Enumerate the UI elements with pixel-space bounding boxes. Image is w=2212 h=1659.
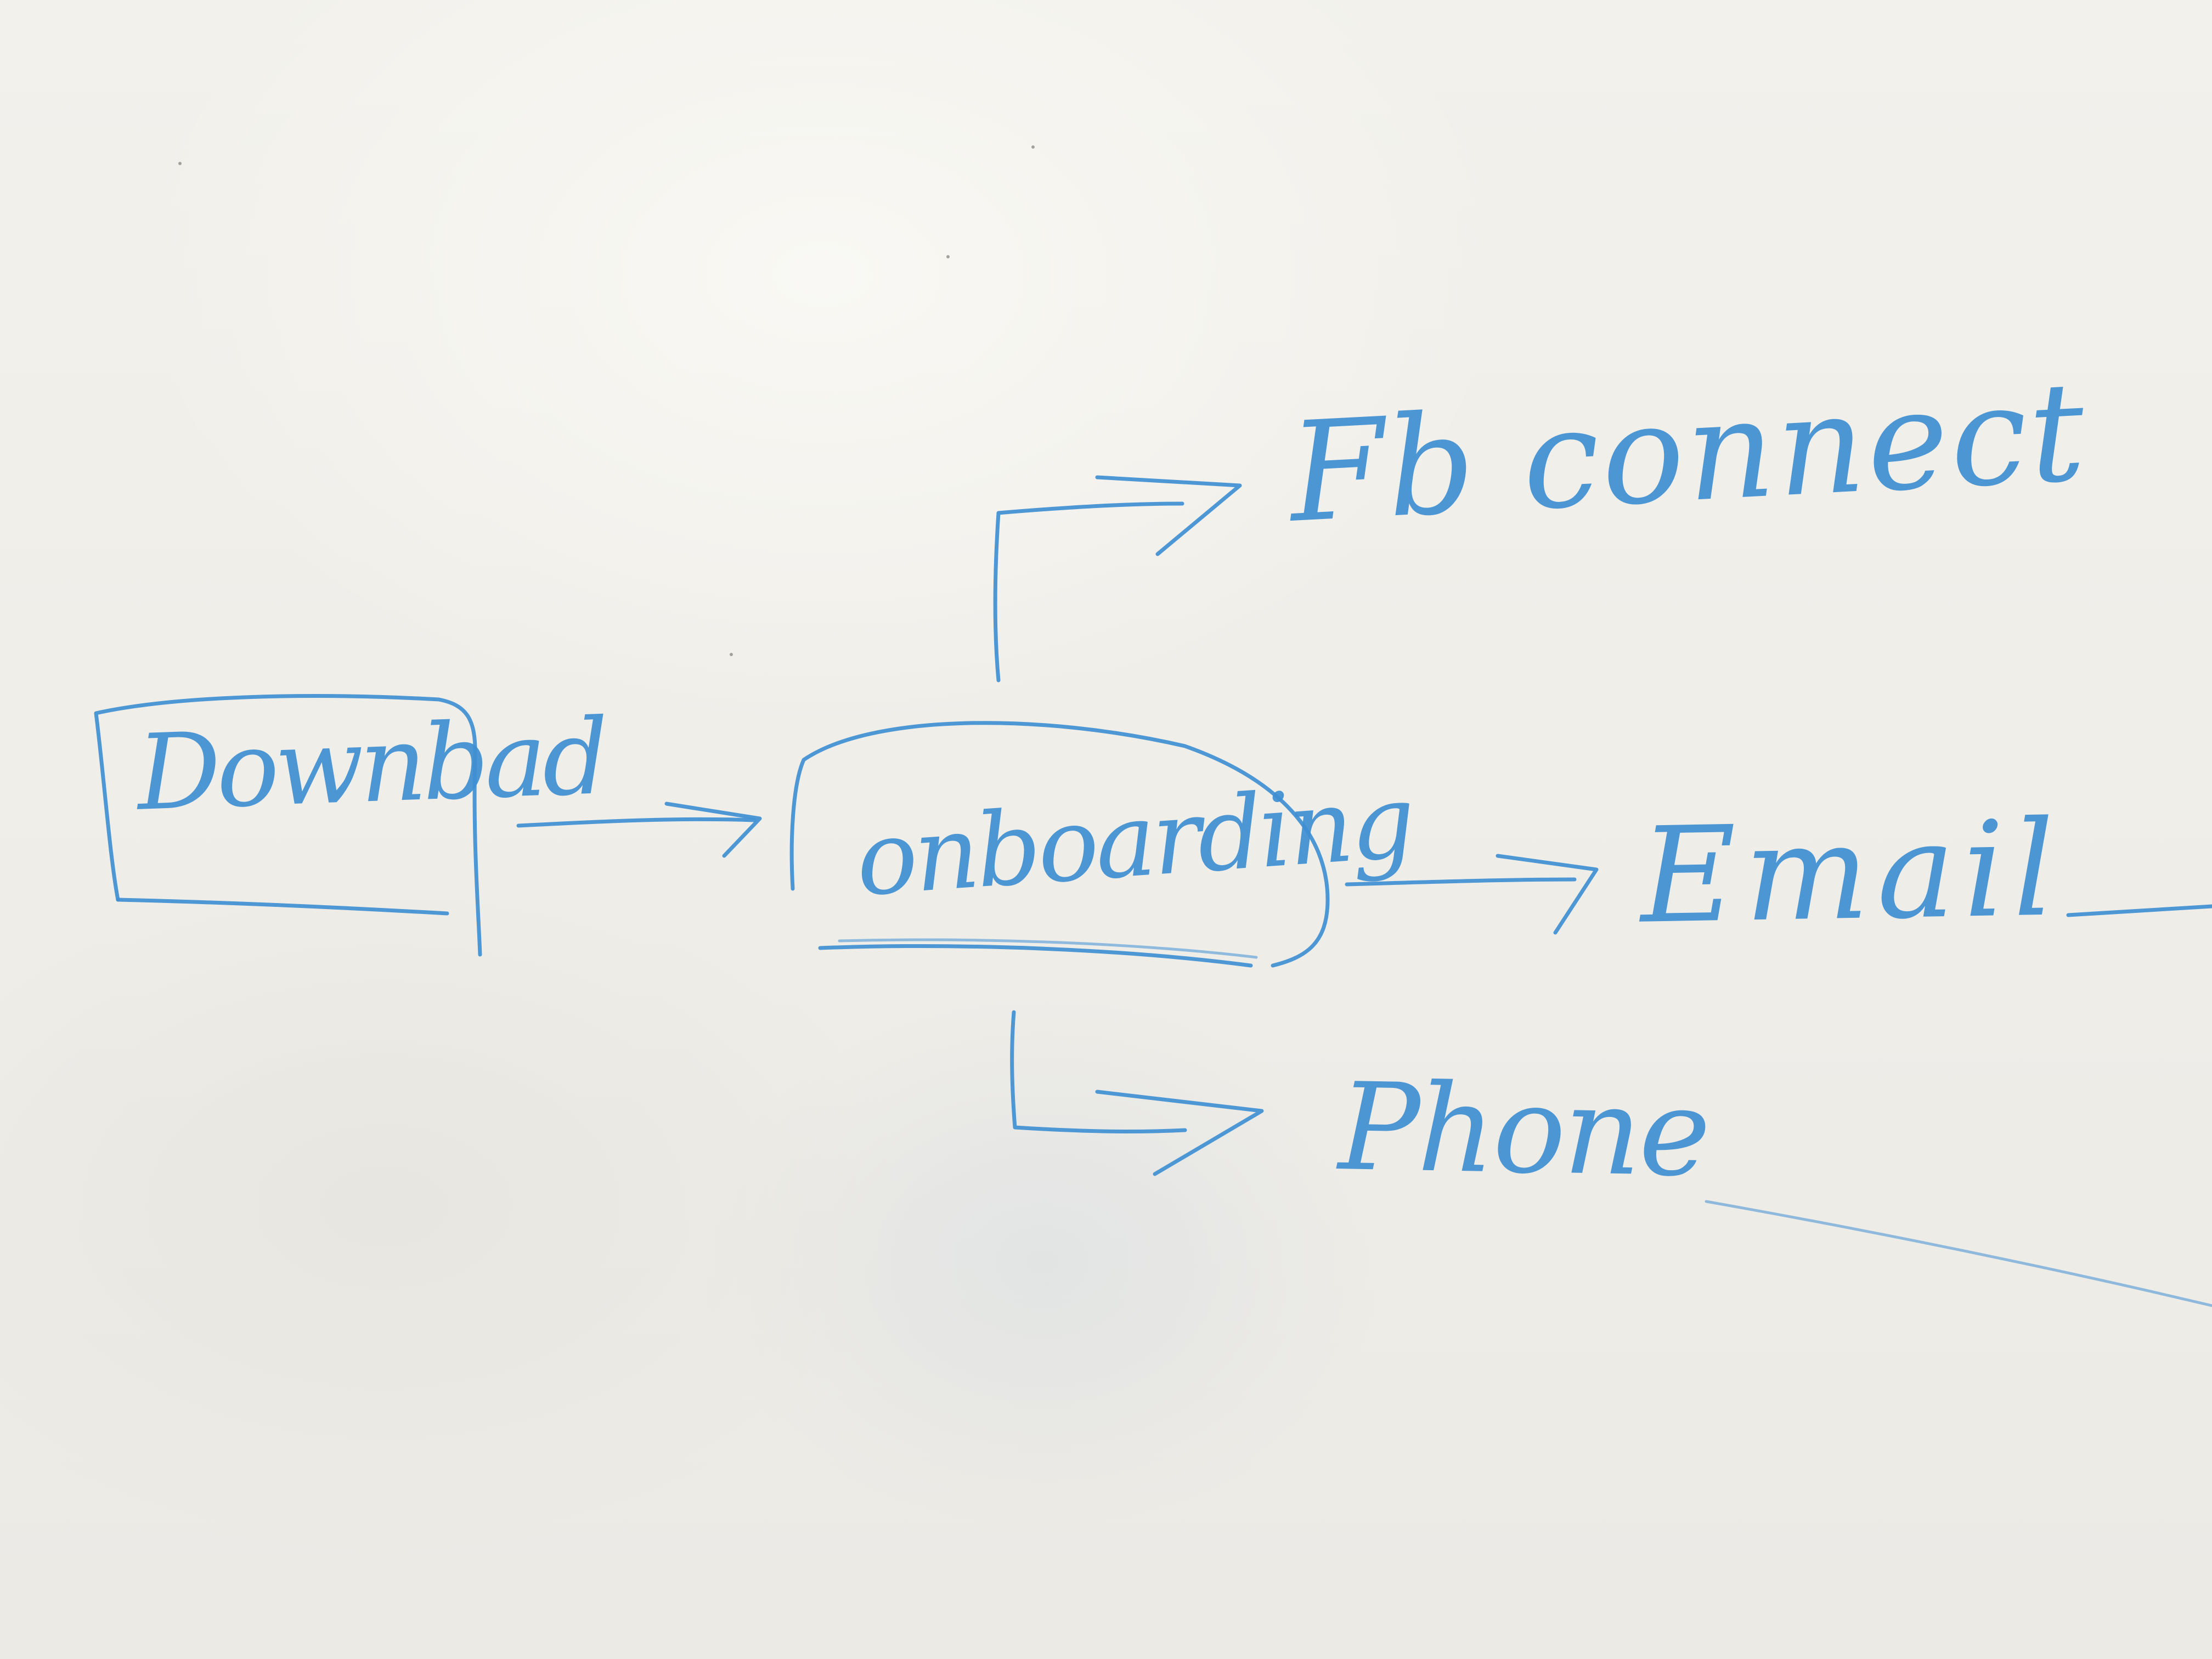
edge-phone-continuation bbox=[1705, 1200, 2212, 1307]
node-onboarding-box bbox=[789, 721, 1330, 968]
edge-email-continuation bbox=[2066, 904, 2212, 917]
board-speck bbox=[1031, 145, 1035, 149]
node-download-box bbox=[94, 694, 482, 957]
node-download-label: Downbad bbox=[135, 696, 607, 834]
board-speck bbox=[178, 162, 182, 165]
edge-onboarding-to-fb-connect bbox=[993, 475, 1242, 682]
node-fb-connect-label: Fb connect bbox=[1285, 352, 2091, 553]
node-email-label: Email bbox=[1639, 792, 2064, 953]
node-phone-label: Phone bbox=[1337, 1057, 1710, 1204]
board-speck bbox=[730, 653, 733, 656]
edge-onboarding-to-phone bbox=[1010, 1010, 1264, 1176]
edge-onboarding-to-email bbox=[1345, 854, 1599, 935]
board-speck bbox=[946, 255, 950, 258]
edge-download-to-onboarding bbox=[516, 802, 762, 858]
